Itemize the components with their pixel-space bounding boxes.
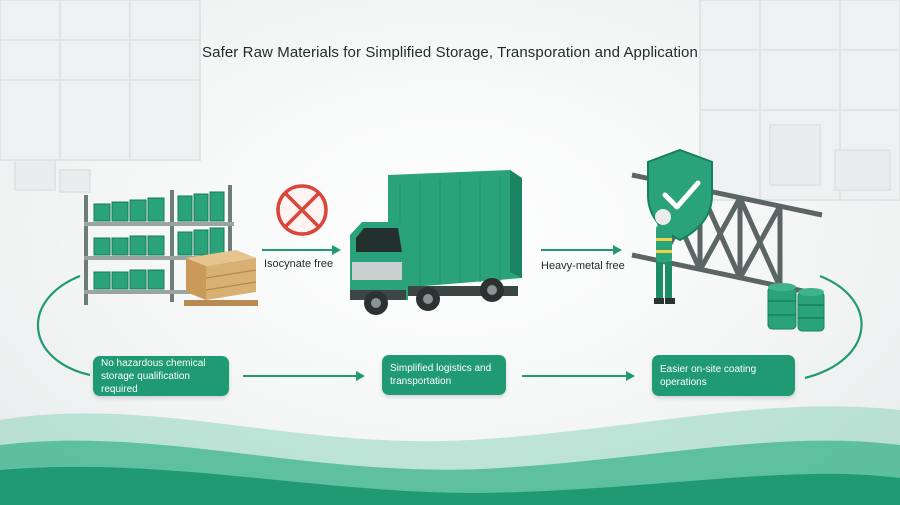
caption-heavy-metal-free: Heavy-metal free (541, 260, 625, 272)
warehouse-shelves-icon (84, 185, 234, 305)
worker-icon (654, 209, 692, 304)
step-box-logistics: Simplified logistics and transportation (382, 355, 506, 395)
step-box-storage: No hazardous chemical storage qualificat… (93, 356, 229, 396)
step-box-coating: Easier on-site coating operations (652, 355, 795, 396)
flow-arrow-top-1 (262, 245, 341, 255)
wave-front (0, 466, 900, 505)
factory-background-left (0, 0, 201, 193)
loop-arc-left (37, 274, 91, 377)
flow-arrow-top-2 (541, 245, 622, 255)
caption-isocyanate-free: Isocynate free (264, 258, 334, 270)
step-label: No hazardous chemical storage qualificat… (101, 357, 206, 395)
page-title: Safer Raw Materials for Simplified Stora… (202, 44, 698, 61)
loop-arc-right (804, 274, 863, 380)
step-label: Simplified logistics and transportation (390, 363, 492, 387)
step-label: Easier on-site coating operations (660, 363, 757, 388)
truck-icon (350, 170, 522, 315)
factory-background-right (699, 0, 900, 201)
prohibited-icon (276, 184, 328, 236)
flow-arrow-bottom-2 (522, 371, 635, 381)
wooden-crate-icon (184, 250, 258, 306)
barrel-icon (767, 283, 825, 332)
flow-arrow-bottom-1 (243, 371, 365, 381)
